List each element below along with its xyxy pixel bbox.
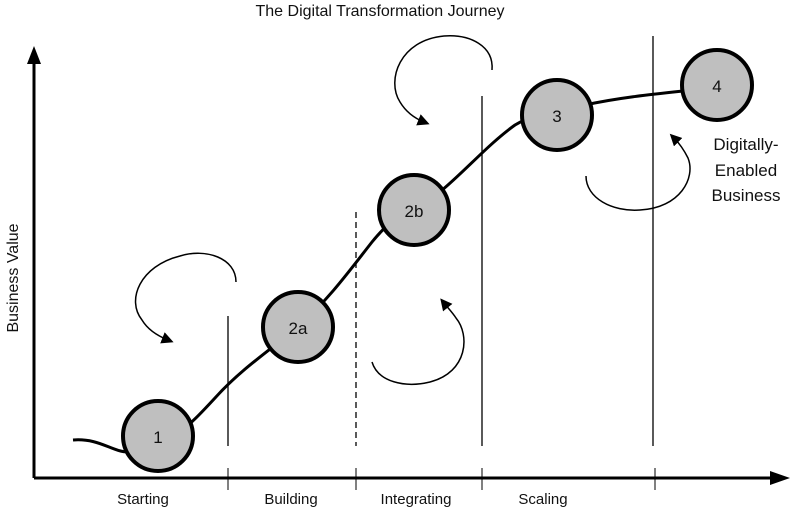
end-note-line-3: Business <box>712 186 781 205</box>
cycle-arrow-building <box>371 298 465 385</box>
cycle-arrow-starting <box>134 252 237 344</box>
y-axis-arrowhead <box>27 46 41 64</box>
milestone-4-label: 4 <box>712 77 721 96</box>
y-axis-label: Business Value <box>5 223 22 332</box>
milestone-2b-label: 2b <box>405 202 424 221</box>
milestone-2a: 2a <box>261 290 335 364</box>
x-axis-arrowhead <box>770 471 790 485</box>
milestone-3-label: 3 <box>552 107 561 126</box>
diagram-title: The Digital Transformation Journey <box>256 3 505 20</box>
end-note-line-1: Digitally- <box>713 135 778 154</box>
milestone-1-label: 1 <box>153 428 162 447</box>
milestone-3: 3 <box>520 78 594 152</box>
phase-label-integrating: Integrating <box>381 491 452 508</box>
cycle-arrow-scaling <box>585 133 691 211</box>
end-note-line-2: Enabled <box>715 161 777 180</box>
journey-curve <box>72 85 719 454</box>
phase-label-starting: Starting <box>117 491 169 508</box>
cycle-arrow-integrating <box>394 35 493 126</box>
phase-label-building: Building <box>264 491 317 508</box>
milestone-4: 4 <box>680 48 754 122</box>
phase-label-scaling: Scaling <box>518 491 567 508</box>
milestone-2b: 2b <box>377 173 451 247</box>
milestone-2a-label: 2a <box>289 319 308 338</box>
milestone-1: 1 <box>121 399 195 473</box>
